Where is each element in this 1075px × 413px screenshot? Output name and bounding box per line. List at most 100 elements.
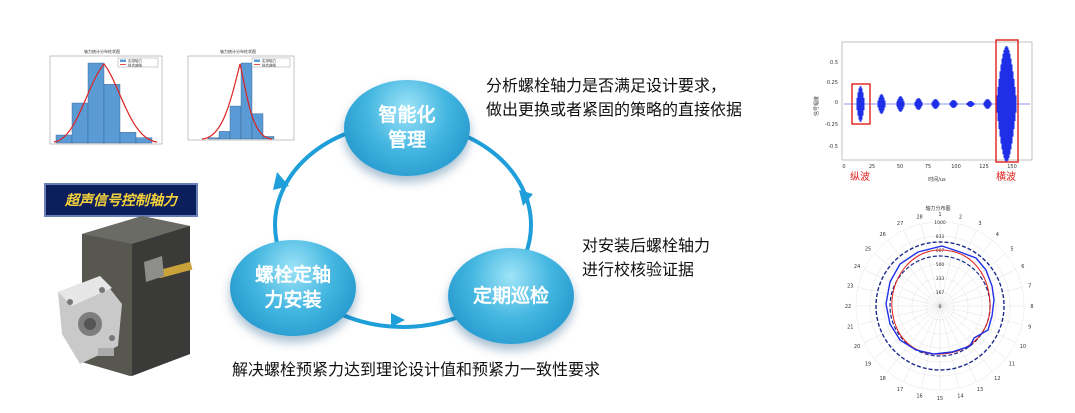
signal-ytick-3: 0 bbox=[835, 100, 838, 106]
polar-spoke bbox=[921, 224, 941, 307]
polar-spoke bbox=[939, 305, 959, 388]
polar-spoke bbox=[887, 305, 941, 372]
polar-spoke bbox=[939, 230, 977, 307]
polar-radial-label: 333 bbox=[936, 276, 945, 282]
histogram-1-legend-2: 拟合曲线 bbox=[128, 63, 142, 68]
polar-spoke bbox=[921, 305, 941, 388]
polar-angle-label: 21 bbox=[847, 324, 853, 330]
signal-burst bbox=[996, 46, 1017, 162]
histogram-chart-2: 实测轴力 拟合曲线 轴力统计分布柱状图 bbox=[172, 44, 302, 150]
bolt-device-illustration bbox=[58, 216, 193, 376]
histogram-2-svg: 实测轴力 拟合曲线 轴力统计分布柱状图 bbox=[187, 48, 295, 141]
polar-angle-label: 7 bbox=[1028, 284, 1031, 290]
polar-spoke bbox=[903, 230, 941, 307]
polar-spoke bbox=[858, 305, 941, 325]
polar-outer-dashed bbox=[875, 241, 1005, 371]
signal-ytick-1: 0.5 bbox=[830, 60, 838, 66]
histogram-bar bbox=[103, 84, 121, 144]
polar-spoke bbox=[939, 305, 1016, 343]
caption-bottom: 解决螺栓预紧力达到理论设计值和预紧力一致性要求 bbox=[232, 360, 601, 379]
signal-xtick-4: 75 bbox=[925, 164, 931, 170]
longitudinal-wave-box bbox=[851, 83, 871, 125]
signal-burst bbox=[877, 94, 886, 114]
polar-spoke bbox=[874, 253, 941, 307]
signal-burst bbox=[896, 96, 905, 112]
fit-curve-1 bbox=[53, 63, 158, 143]
polar-angle-label: 15 bbox=[937, 396, 943, 400]
signal-xtick-2: 25 bbox=[869, 164, 875, 170]
signal-xtick-3: 50 bbox=[897, 164, 903, 170]
node-top-line-1: 智能化 bbox=[378, 104, 436, 126]
transverse-wave-box bbox=[995, 39, 1019, 163]
polar-angle-label: 14 bbox=[957, 394, 963, 400]
histogram-bar bbox=[207, 137, 220, 140]
fit-curve-2 bbox=[201, 63, 273, 140]
signal-burst bbox=[931, 99, 940, 109]
histogram-chart-1: 实测轴力 拟合曲线 轴力统计分布柱状图 bbox=[32, 44, 170, 154]
signal-xtick-6: 125 bbox=[979, 164, 989, 170]
histogram-bar bbox=[87, 62, 105, 144]
histogram-bar bbox=[218, 131, 231, 140]
polar-spoke bbox=[903, 305, 941, 382]
polar-angle-label: 2 bbox=[959, 214, 962, 220]
polar-spoke bbox=[939, 287, 1022, 307]
signal-xtick-5: 100 bbox=[951, 164, 961, 170]
polar-angle-label: 19 bbox=[865, 361, 871, 367]
signal-burst bbox=[949, 100, 958, 108]
polar-angle-label: 11 bbox=[1009, 361, 1015, 367]
polar-radial-label: 500 bbox=[936, 262, 945, 268]
transverse-wave-label: 横波 bbox=[996, 170, 1016, 183]
polar-spoke bbox=[887, 240, 941, 307]
polar-spoke bbox=[858, 287, 941, 307]
polar-radial-label: 1000 bbox=[934, 220, 946, 226]
polar-spoke bbox=[939, 305, 1022, 325]
histogram-2-legend-1: 实测轴力 bbox=[262, 58, 276, 63]
polar-red-curve bbox=[891, 249, 991, 355]
polar-angle-label: 27 bbox=[897, 221, 903, 227]
polar-angle-label: 25 bbox=[865, 247, 871, 253]
polar-angle-label: 10 bbox=[1020, 344, 1026, 350]
polar-spoke bbox=[939, 305, 977, 382]
polar-radial-label: 0 bbox=[939, 304, 942, 310]
polar-radial-label: 667 bbox=[936, 248, 945, 254]
node-left-line-2: 力安装 bbox=[264, 289, 322, 311]
polar-angle-label: 3 bbox=[978, 221, 981, 227]
polar-angle-label: 28 bbox=[916, 214, 922, 220]
longitudinal-wave-label: 纵波 bbox=[850, 170, 870, 183]
polar-spoke bbox=[939, 253, 1006, 307]
signal-burst bbox=[914, 98, 923, 110]
polar-angle-label: 12 bbox=[994, 376, 1000, 382]
signal-ylabel: 信号幅度 bbox=[813, 96, 820, 116]
polar-angle-label: 6 bbox=[1021, 264, 1024, 270]
polar-spoke bbox=[939, 269, 1016, 307]
polar-radial-label: 167 bbox=[936, 290, 945, 296]
histogram-1-legend-1: 实测轴力 bbox=[128, 58, 142, 63]
signal-xtick-1: 0 bbox=[842, 164, 845, 170]
caption-mid-right: 对安装后螺栓轴力 进行校核验证据 bbox=[582, 234, 710, 282]
signal-ytick-2: 0.25 bbox=[827, 80, 838, 86]
polar-angle-label: 23 bbox=[847, 284, 853, 290]
signal-xlabel: 时间/us bbox=[928, 176, 946, 183]
polar-angle-label: 13 bbox=[977, 387, 983, 393]
signal-xtick-7: 150 bbox=[1007, 164, 1017, 170]
node-intelligent-management: 智能化 管理 bbox=[344, 80, 470, 176]
signal-burst bbox=[966, 101, 975, 107]
signal-burst bbox=[856, 86, 865, 122]
polar-angle-label: 4 bbox=[996, 232, 999, 238]
caption-top-right-line-2: 做出更换或者紧固的策略的直接依据 bbox=[486, 100, 743, 119]
signal-ytick-5: -0.5 bbox=[828, 144, 838, 150]
polar-angle-label: 22 bbox=[845, 304, 851, 310]
node-top-line-2: 管理 bbox=[387, 129, 426, 151]
polar-spoke bbox=[939, 305, 1006, 359]
ultrasonic-axial-force-text: 超声信号控制轴力 bbox=[65, 193, 177, 209]
histogram-1-title: 轴力统计分布柱状图 bbox=[84, 48, 120, 54]
node-periodic-inspection: 定期巡检 bbox=[448, 248, 574, 344]
polar-angle-label: 24 bbox=[854, 264, 860, 270]
polar-spoke bbox=[864, 305, 941, 343]
polar-angle-label: 18 bbox=[879, 376, 885, 382]
caption-mid-right-line-2: 进行校核验证据 bbox=[582, 260, 695, 279]
histogram-bar bbox=[251, 113, 264, 140]
arrow-left bbox=[273, 172, 289, 190]
caption-mid-right-line-1: 对安装后螺栓轴力 bbox=[582, 236, 711, 255]
